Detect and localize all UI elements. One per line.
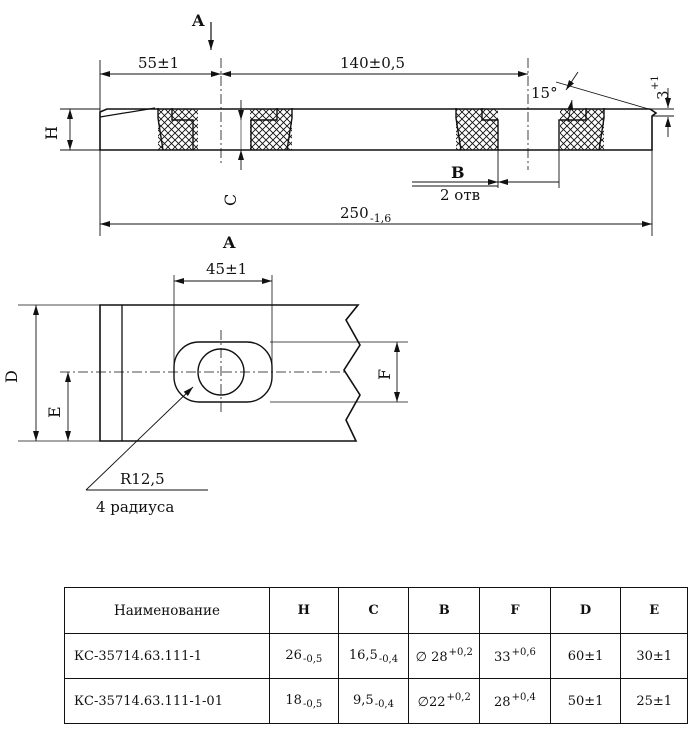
cell-d: 60±1 [549, 633, 622, 679]
chamfer-3-tol: +1 [650, 75, 661, 90]
chamfer-3: 3 [654, 90, 672, 100]
cell-b: ∅22+0,2 [408, 678, 481, 724]
view-a-label: A [222, 233, 236, 252]
col-header-name: Наименование [63, 587, 271, 634]
cell-c: 16,5-0,4 [337, 633, 410, 679]
cell-f: 28+0,4 [479, 678, 551, 724]
label-h: H [42, 126, 61, 140]
col-header-d: D [549, 587, 622, 634]
cell-h: 18-0,5 [269, 678, 339, 724]
dim-250-tol: -1,6 [370, 212, 391, 225]
label-b: B [451, 163, 465, 182]
dim-45: 45±1 [206, 260, 247, 278]
table-row: КС-35714.63.111-1 26-0,5 16,5-0,4 ∅ 28+0… [63, 633, 688, 679]
cell-e: 25±1 [620, 678, 688, 724]
cell-e: 30±1 [620, 633, 688, 679]
diameter-symbol: ∅ [415, 650, 427, 665]
cell-d: 50±1 [549, 678, 622, 724]
cell-name: КС-35714.63.111-1 [63, 633, 271, 679]
table-row: КС-35714.63.111-1-01 18-0,5 9,5-0,4 ∅22+… [63, 678, 688, 724]
dim-250: 250 [340, 204, 369, 222]
radius-label: R12,5 [120, 470, 165, 488]
col-header-e: E [620, 587, 688, 634]
col-header-f: F [479, 587, 551, 634]
cell-c: 9,5-0,4 [337, 678, 410, 724]
label-d: D [2, 370, 21, 383]
diameter-symbol: ∅ [417, 695, 429, 710]
cell-f: 33+0,6 [479, 633, 551, 679]
radius-note: 4 радиуса [96, 498, 174, 516]
holes-note: 2 отв [440, 186, 480, 204]
cell-name: КС-35714.63.111-1-01 [63, 678, 271, 724]
technical-drawing: A 55±1 140±0,5 15° 3 +1 H C B 2 отв 250 … [2, 11, 674, 516]
spec-table: Наименование H C B F D E КС-35714.63.111… [63, 587, 688, 724]
section-mark-a: A [191, 11, 205, 30]
label-f: F [375, 369, 394, 380]
col-header-h: H [269, 587, 339, 634]
col-header-c: C [337, 587, 410, 634]
cell-b: ∅ 28+0,2 [408, 633, 481, 679]
side-section-view [60, 22, 674, 236]
label-e: E [45, 406, 64, 418]
angle-15: 15° [531, 84, 558, 102]
view-a [18, 275, 408, 491]
dim-140: 140±0,5 [340, 54, 405, 72]
dim-55: 55±1 [138, 54, 179, 72]
cell-h: 26-0,5 [269, 633, 339, 679]
col-header-b: B [408, 587, 481, 634]
label-c: C [221, 194, 240, 206]
table-header-row: Наименование H C B F D E [63, 587, 688, 634]
